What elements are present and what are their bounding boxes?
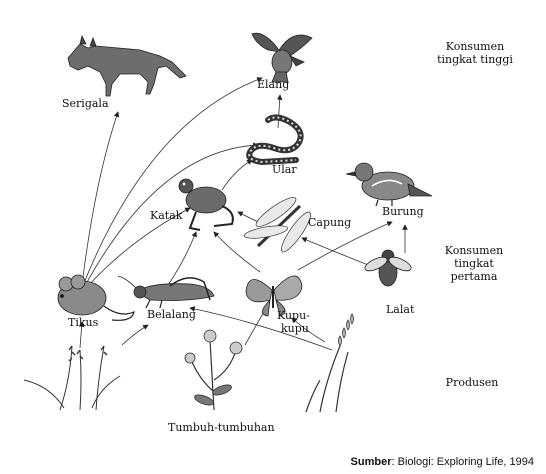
frog-illustration [178,178,234,231]
mouse-illustration [57,274,135,321]
label-burung: Burung [382,205,424,218]
tall-grass-plant-illustration [305,313,354,413]
flowering-plant-illustration [184,329,243,411]
label-ular: Ular [272,163,297,176]
arrow-capung-to-katak [237,211,259,223]
label-tumbuhan: Tumbuh-tumbuhan [168,421,275,434]
level-first-line2: tingkat [454,257,494,270]
wolf-illustration [67,34,187,97]
label-tikus: Tikus [68,316,99,329]
grasshopper-illustration [117,275,215,309]
label-serigala: Serigala [62,97,109,110]
source-label: Sumber [350,456,392,468]
snake-illustration [246,114,304,166]
level-top-consumer: Konsumen tingkat tinggi [430,40,520,66]
arrow-rumput-to-kupu [291,317,326,343]
arrow-tikus-to-elang [83,77,263,284]
label-elang: Elang [257,78,290,91]
level-top-line2: tingkat tinggi [437,53,513,66]
butterfly-illustration [245,275,303,317]
label-kupu-line2: kupu [281,322,309,335]
level-first-line3: pertama [450,270,498,283]
arrow-padi-to-belalang [121,324,149,346]
label-kupu-line1: Kupu- [277,309,310,322]
level-first-line1: Konsumen [444,244,504,257]
arrow-tikus-to-katak [87,207,191,287]
arrow-katak-to-ular [221,159,253,191]
dragonfly-illustration [243,197,311,253]
arrow-lalat-to-capung [301,237,377,269]
label-capung: Capung [308,216,352,229]
level-producers: Produsen [445,376,499,389]
fly-illustration [364,249,412,287]
arrow-ular-to-elang [276,94,283,129]
arrow-belalang-to-katak [167,231,197,286]
label-belalang: Belalang [147,308,196,321]
bird-illustration [345,162,433,207]
label-katak: Katak [150,209,183,222]
level-first-consumer: Konsumen tingkat pertama [438,244,510,283]
label-lalat: Lalat [386,303,415,316]
food-web-arrows [78,77,408,351]
source-text: : Biologi: Exploring Life, 1994 [391,456,534,468]
grain-plant-illustration [23,345,121,411]
arrow-rumput-to-belalang [189,306,333,351]
arrow-padi-to-tikus [78,321,85,349]
arrow-kupu-to-burung [297,221,393,271]
arrow-tikus-to-serigala [81,111,120,286]
arrow-tikus-to-ular [85,142,259,285]
eagle-illustration [251,32,313,83]
arrow-kupu-to-katak [213,231,261,273]
source-caption: Sumber: Biologi: Exploring Life, 1994 [351,456,534,468]
level-top-line1: Konsumen [445,40,505,53]
